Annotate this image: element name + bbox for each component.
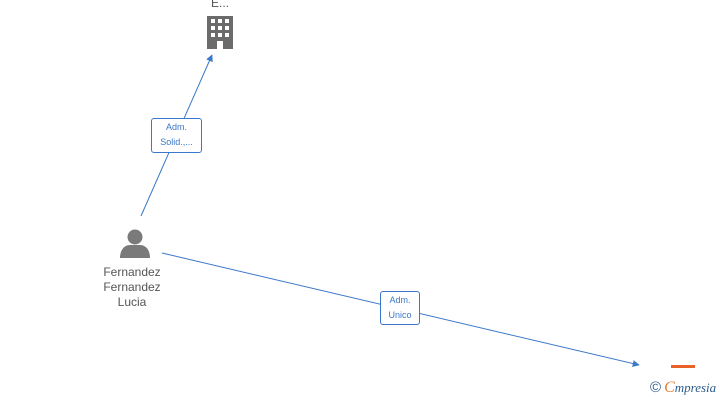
person-label-line-2: Fernandez (103, 280, 161, 294)
edge-label-adm-solid[interactable]: Adm. Solid.,... (151, 118, 202, 153)
edge-label-adm-solid-line-2: Solid.,... (160, 137, 193, 147)
company-top-label-text: E... (210, 0, 229, 10)
company-top-label[interactable]: E... (195, 0, 245, 11)
edge-label-adm-unico[interactable]: Adm. Unico (380, 291, 420, 325)
person-label[interactable]: Fernandez Fernandez Lucia (92, 265, 172, 310)
brand-watermark: ©Cmpresia (650, 379, 716, 397)
building-icon[interactable] (671, 365, 695, 400)
building-icon[interactable] (207, 16, 233, 49)
person-icon[interactable] (120, 229, 150, 259)
edge-label-adm-unico-line-2: Unico (388, 310, 412, 320)
person-label-line-3: Lucia (117, 295, 147, 309)
brand-name-first-letter: C (664, 379, 675, 396)
edge-label-adm-unico-line-1: Adm. (389, 295, 411, 305)
person-label-line-1: Fernandez (103, 265, 161, 279)
copyright-symbol: © (650, 379, 662, 396)
brand-name-rest: mpresia (674, 380, 717, 395)
edge-label-adm-solid-line-1: Adm. (165, 122, 187, 132)
